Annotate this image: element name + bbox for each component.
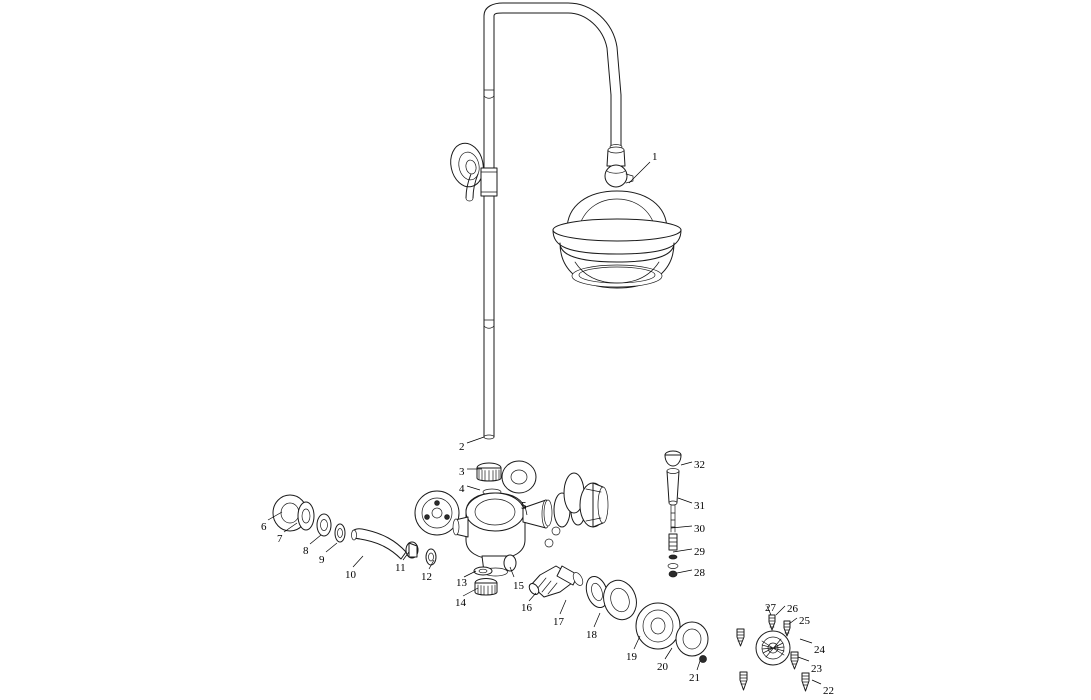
part-label-16: 16: [521, 602, 532, 614]
part-label-19: 19: [626, 651, 637, 663]
part-14-plug: [474, 578, 498, 596]
leader-line-21: [696, 660, 701, 671]
part-21-screw: [736, 628, 745, 647]
leader-line-16: [528, 592, 537, 602]
part-label-29: 29: [694, 546, 705, 558]
part-label-11: 11: [395, 562, 406, 574]
leader-line-28: [676, 569, 693, 574]
valve-inlet-group: [414, 460, 586, 577]
leader-line-19: [633, 635, 641, 650]
part-23-screw: [790, 651, 799, 670]
part-31-lever: [666, 468, 680, 506]
part-label-21: 21: [689, 672, 700, 684]
part-label-7: 7: [277, 533, 283, 545]
part-label-18: 18: [586, 629, 597, 641]
part-label-26: 26: [787, 603, 798, 615]
left-fittings-group: [272, 494, 437, 566]
handle-hardware-group: [736, 614, 810, 692]
leader-line-27: [766, 605, 772, 616]
part-label-6: 6: [261, 521, 267, 533]
part-label-30: 30: [694, 523, 705, 535]
leader-line-24: [799, 638, 813, 644]
leader-line-12: [428, 559, 435, 570]
part-5-valve-body: [452, 492, 551, 577]
leader-line-25: [788, 617, 798, 625]
leader-line-9: [325, 542, 338, 553]
leader-line-1: [628, 161, 651, 184]
part-label-32: 32: [694, 459, 705, 471]
leader-line-11: [402, 551, 410, 561]
leader-line-30: [670, 525, 693, 529]
part-label-12: 12: [421, 571, 432, 583]
part-4-escutcheon: [414, 490, 460, 536]
part-label-23: 23: [811, 663, 822, 675]
part-label-3: 3: [459, 466, 465, 478]
part-label-9: 9: [319, 554, 325, 566]
leader-line-29: [672, 548, 693, 553]
part-32-cap: [664, 450, 682, 467]
leader-line-22: [811, 679, 822, 685]
wall-bracket: [450, 142, 498, 202]
leader-line-14: [462, 587, 479, 597]
leader-line-20: [664, 647, 673, 660]
leader-line-8: [309, 534, 322, 545]
cartridge-group: [503, 554, 637, 621]
leader-line-15: [509, 566, 515, 578]
part-label-10: 10: [345, 569, 356, 581]
temperature-handle-group: [664, 450, 682, 578]
part-22-screw: [801, 672, 810, 692]
part-label-1: 1: [652, 151, 658, 163]
part-label-14: 14: [455, 597, 466, 609]
part-label-28: 28: [694, 567, 705, 579]
leader-line-13: [463, 570, 477, 578]
part-label-31: 31: [694, 500, 705, 512]
lower-cap-group: [473, 566, 498, 596]
leader-line-31: [677, 497, 693, 504]
part-17-cartridge: [528, 565, 584, 598]
part-label-4: 4: [459, 483, 465, 495]
leader-line-6: [267, 511, 283, 521]
handle-discs-group: [635, 602, 709, 663]
part-label-25: 25: [799, 615, 810, 627]
part-label-20: 20: [657, 661, 668, 673]
screws-top: [768, 614, 791, 637]
leader-line-17: [559, 599, 567, 615]
leader-line-5: [524, 505, 528, 516]
leader-line-7: [283, 522, 298, 533]
leader-line-23: [797, 656, 810, 662]
leader-line-10: [352, 555, 364, 568]
part-label-24: 24: [814, 644, 825, 656]
part-label-17: 17: [553, 616, 564, 628]
leader-line-4: [466, 485, 481, 491]
outlet-cap-group: [563, 472, 609, 528]
part-label-2: 2: [459, 441, 465, 453]
part-label-5: 5: [521, 500, 527, 512]
part-10-elbow-pipe: [351, 528, 407, 560]
shower-head: [552, 134, 682, 289]
part-label-8: 8: [303, 545, 309, 557]
part-label-15: 15: [513, 580, 524, 592]
part-29-collar: [668, 533, 678, 551]
leader-line-32: [680, 461, 693, 466]
part-screw-bottom-left: [739, 671, 748, 691]
part-label-27: 27: [765, 602, 776, 614]
leader-lines: [267, 161, 822, 685]
leader-line-26: [775, 605, 786, 616]
leader-line-2: [466, 436, 485, 444]
leader-line-18: [593, 612, 601, 628]
part-3-knurled-nut: [476, 462, 502, 482]
part-label-22: 22: [823, 685, 834, 697]
part-label-13: 13: [456, 577, 467, 589]
part-24-handle: [755, 630, 791, 666]
